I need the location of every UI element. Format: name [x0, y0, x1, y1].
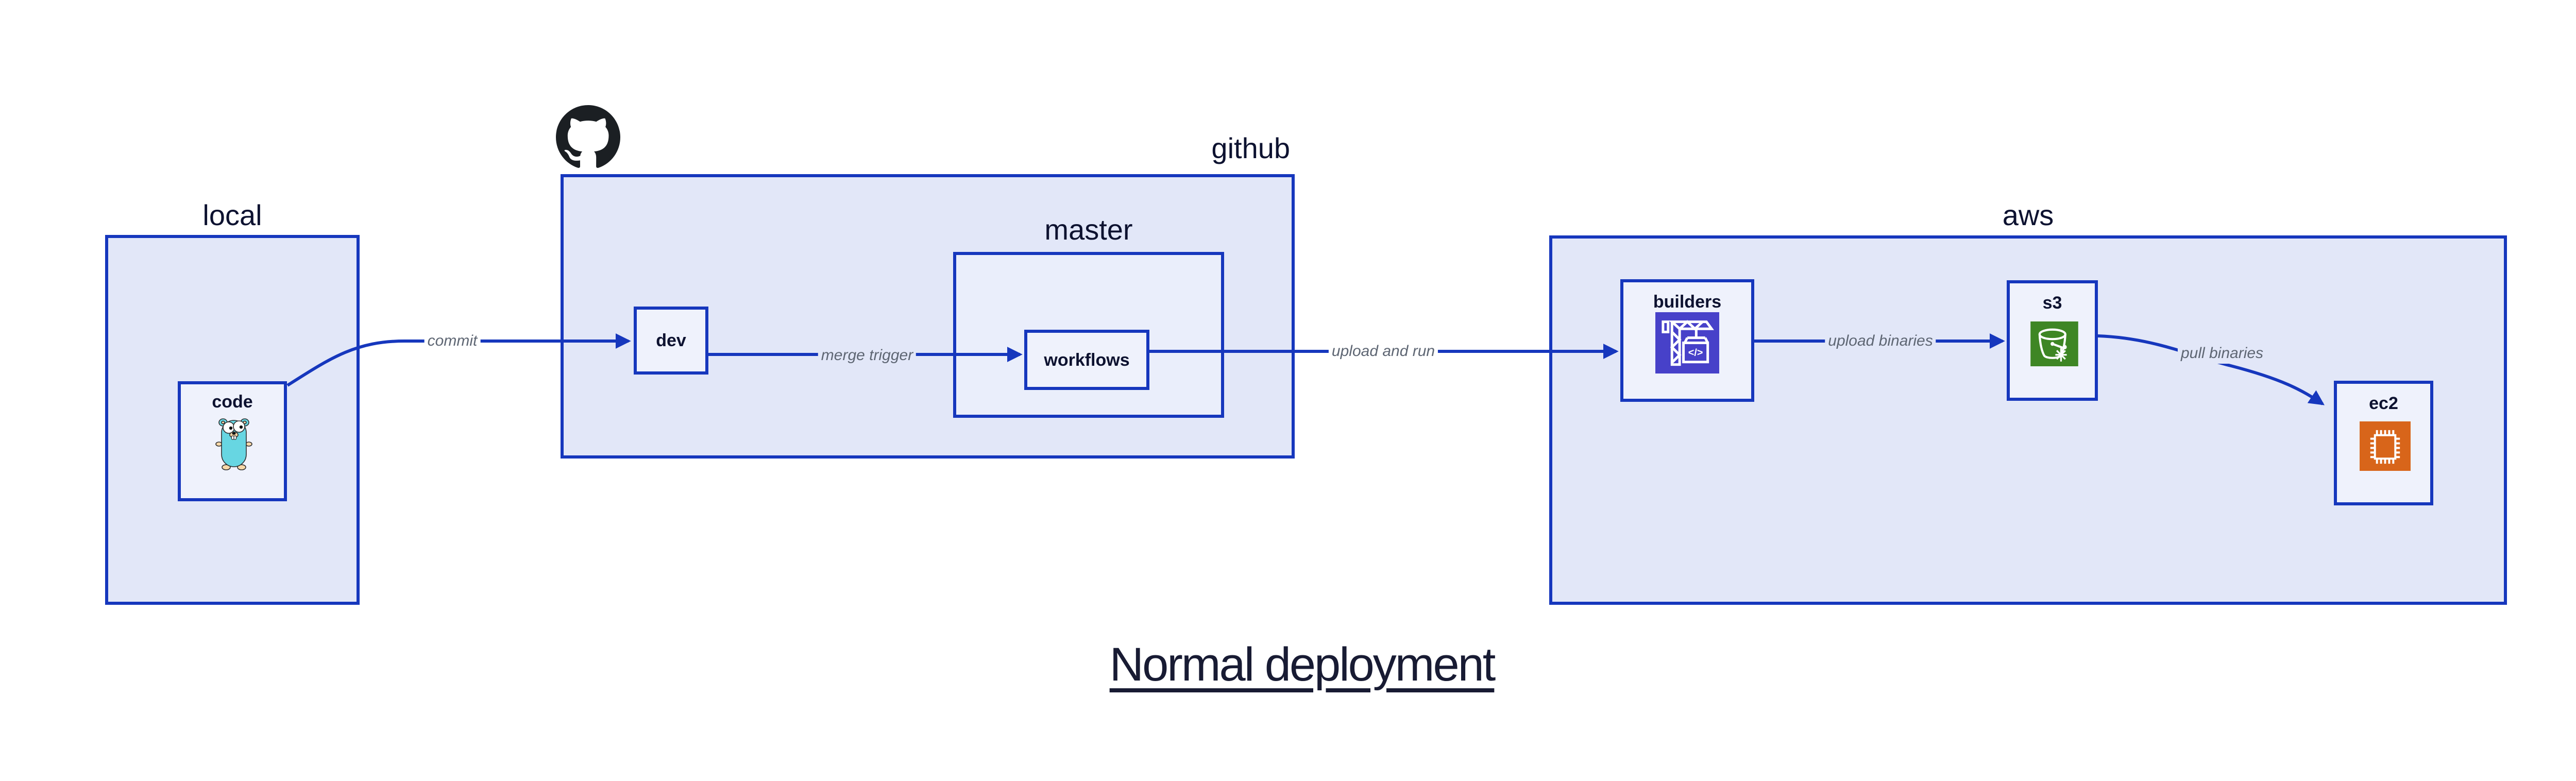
- edge-upload-and-run-label: upload and run: [1328, 341, 1438, 362]
- s3-bucket-icon: [2030, 321, 2078, 366]
- node-dev-box: dev: [634, 307, 708, 375]
- node-code-label: code: [212, 392, 253, 412]
- ec2-chip-icon: [2360, 421, 2411, 471]
- node-workflows-label: workflows: [1044, 350, 1130, 370]
- edge-merge-trigger-label: merge trigger: [818, 345, 917, 366]
- group-local-label: local: [202, 199, 262, 231]
- node-code-box: code: [178, 381, 287, 501]
- github-octocat-icon: [556, 105, 620, 169]
- edge-upload-binaries-label: upload binaries: [1825, 331, 1936, 351]
- node-dev-label: dev: [656, 331, 686, 350]
- diagram-title: Normal deployment: [1109, 638, 1496, 691]
- edge-pull-binaries-line: [2097, 334, 2325, 405]
- code-glyph: </>: [1688, 347, 1703, 358]
- node-builders-label: builders: [1653, 292, 1722, 312]
- group-master-label: master: [1044, 213, 1133, 246]
- node-workflows-box: workflows: [1024, 330, 1149, 390]
- node-ec2-box: ec2: [2334, 381, 2433, 505]
- go-gopher-icon: [213, 414, 255, 471]
- node-ec2-label: ec2: [2369, 394, 2398, 413]
- codebuild-crane-icon: </>: [1655, 312, 1719, 373]
- edge-pull-binaries-label: pull binaries: [2177, 343, 2267, 364]
- group-github-label: github: [1211, 132, 1290, 164]
- group-aws-label: aws: [2002, 199, 2054, 231]
- node-builders-box: builders </>: [1620, 279, 1754, 402]
- edge-commit-label: commit: [424, 331, 481, 351]
- node-s3-box: s3: [2007, 280, 2098, 401]
- node-s3-label: s3: [2042, 293, 2062, 313]
- edge-commit-line: [286, 333, 631, 387]
